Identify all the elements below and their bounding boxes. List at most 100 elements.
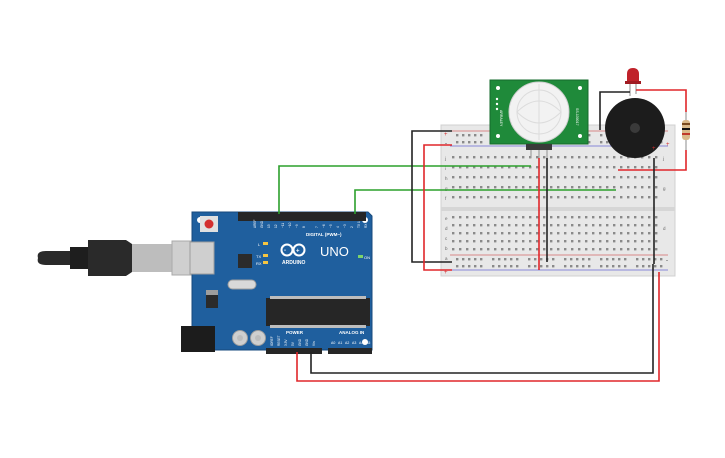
breadboard-hole[interactable] (529, 176, 532, 179)
breadboard-hole[interactable] (620, 176, 623, 179)
breadboard-hole[interactable] (620, 156, 623, 159)
breadboard-hole[interactable] (655, 156, 658, 159)
breadboard-hole[interactable] (648, 258, 651, 261)
breadboard-hole[interactable] (641, 196, 644, 199)
breadboard-hole[interactable] (570, 258, 573, 261)
breadboard-hole[interactable] (456, 134, 459, 137)
breadboard-hole[interactable] (613, 176, 616, 179)
digital-header[interactable] (238, 212, 366, 221)
breadboard-hole[interactable] (571, 176, 574, 179)
breadboard-hole[interactable] (576, 265, 579, 268)
breadboard-hole[interactable] (655, 224, 658, 227)
breadboard-hole[interactable] (543, 196, 546, 199)
breadboard-hole[interactable] (452, 166, 455, 169)
breadboard-hole[interactable] (606, 265, 609, 268)
breadboard-hole[interactable] (508, 216, 511, 219)
breadboard-hole[interactable] (487, 176, 490, 179)
breadboard-hole[interactable] (578, 232, 581, 235)
breadboard-hole[interactable] (641, 216, 644, 219)
breadboard-hole[interactable] (571, 216, 574, 219)
breadboard-hole[interactable] (466, 166, 469, 169)
breadboard-hole[interactable] (474, 258, 477, 261)
breadboard-hole[interactable] (480, 186, 483, 189)
breadboard-hole[interactable] (487, 186, 490, 189)
breadboard-hole[interactable] (634, 232, 637, 235)
breadboard-hole[interactable] (480, 240, 483, 243)
breadboard-hole[interactable] (576, 258, 579, 261)
piezo-buzzer[interactable]: + (605, 98, 665, 158)
breadboard-hole[interactable] (522, 232, 525, 235)
breadboard-hole[interactable] (606, 186, 609, 189)
breadboard-hole[interactable] (474, 134, 477, 137)
breadboard-hole[interactable] (473, 166, 476, 169)
breadboard-hole[interactable] (571, 248, 574, 251)
red-led[interactable] (625, 68, 641, 96)
breadboard-hole[interactable] (585, 156, 588, 159)
breadboard-hole[interactable] (634, 240, 637, 243)
breadboard-hole[interactable] (462, 265, 465, 268)
breadboard-hole[interactable] (459, 248, 462, 251)
breadboard-hole[interactable] (543, 186, 546, 189)
breadboard-hole[interactable] (552, 258, 555, 261)
breadboard-hole[interactable] (613, 186, 616, 189)
breadboard-hole[interactable] (543, 216, 546, 219)
breadboard-hole[interactable] (564, 196, 567, 199)
breadboard-hole[interactable] (515, 156, 518, 159)
breadboard-hole[interactable] (599, 186, 602, 189)
breadboard-hole[interactable] (585, 232, 588, 235)
breadboard-hole[interactable] (606, 196, 609, 199)
breadboard-hole[interactable] (585, 166, 588, 169)
breadboard-hole[interactable] (636, 258, 639, 261)
breadboard-hole[interactable] (494, 156, 497, 159)
breadboard-hole[interactable] (462, 141, 465, 144)
breadboard-hole[interactable] (592, 232, 595, 235)
breadboard-hole[interactable] (606, 176, 609, 179)
breadboard-hole[interactable] (504, 258, 507, 261)
breadboard-hole[interactable] (618, 258, 621, 261)
breadboard-hole[interactable] (585, 224, 588, 227)
breadboard-hole[interactable] (654, 265, 657, 268)
breadboard-hole[interactable] (550, 186, 553, 189)
breadboard-hole[interactable] (648, 240, 651, 243)
breadboard-hole[interactable] (557, 156, 560, 159)
breadboard-hole[interactable] (592, 176, 595, 179)
breadboard-hole[interactable] (627, 248, 630, 251)
breadboard-hole[interactable] (480, 134, 483, 137)
breadboard-hole[interactable] (620, 196, 623, 199)
breadboard-hole[interactable] (641, 248, 644, 251)
breadboard-hole[interactable] (536, 186, 539, 189)
breadboard-hole[interactable] (540, 265, 543, 268)
breadboard-hole[interactable] (529, 248, 532, 251)
breadboard-hole[interactable] (536, 216, 539, 219)
breadboard-hole[interactable] (592, 216, 595, 219)
breadboard-hole[interactable] (487, 232, 490, 235)
breadboard-hole[interactable] (620, 240, 623, 243)
breadboard-hole[interactable] (468, 134, 471, 137)
breadboard-hole[interactable] (648, 265, 651, 268)
breadboard-hole[interactable] (508, 176, 511, 179)
breadboard-hole[interactable] (655, 166, 658, 169)
breadboard-hole[interactable] (459, 156, 462, 159)
breadboard-hole[interactable] (606, 141, 609, 144)
breadboard-hole[interactable] (534, 265, 537, 268)
breadboard-hole[interactable] (515, 176, 518, 179)
breadboard-hole[interactable] (620, 224, 623, 227)
breadboard-hole[interactable] (494, 232, 497, 235)
breadboard-hole[interactable] (585, 248, 588, 251)
breadboard-hole[interactable] (543, 156, 546, 159)
breadboard-hole[interactable] (536, 196, 539, 199)
breadboard-hole[interactable] (480, 156, 483, 159)
breadboard-hole[interactable] (522, 224, 525, 227)
breadboard-hole[interactable] (466, 216, 469, 219)
breadboard-hole[interactable] (634, 186, 637, 189)
breadboard-hole[interactable] (508, 196, 511, 199)
breadboard-hole[interactable] (494, 240, 497, 243)
breadboard-hole[interactable] (515, 196, 518, 199)
breadboard-hole[interactable] (492, 265, 495, 268)
breadboard-hole[interactable] (557, 248, 560, 251)
arduino-uno-board[interactable]: AREF GND 13 12 ~11 ~10 ~9 8 7 ~6 ~5 4 ~3… (181, 211, 373, 354)
breadboard-hole[interactable] (585, 216, 588, 219)
breadboard-hole[interactable] (578, 196, 581, 199)
breadboard-hole[interactable] (627, 186, 630, 189)
breadboard-hole[interactable] (655, 196, 658, 199)
